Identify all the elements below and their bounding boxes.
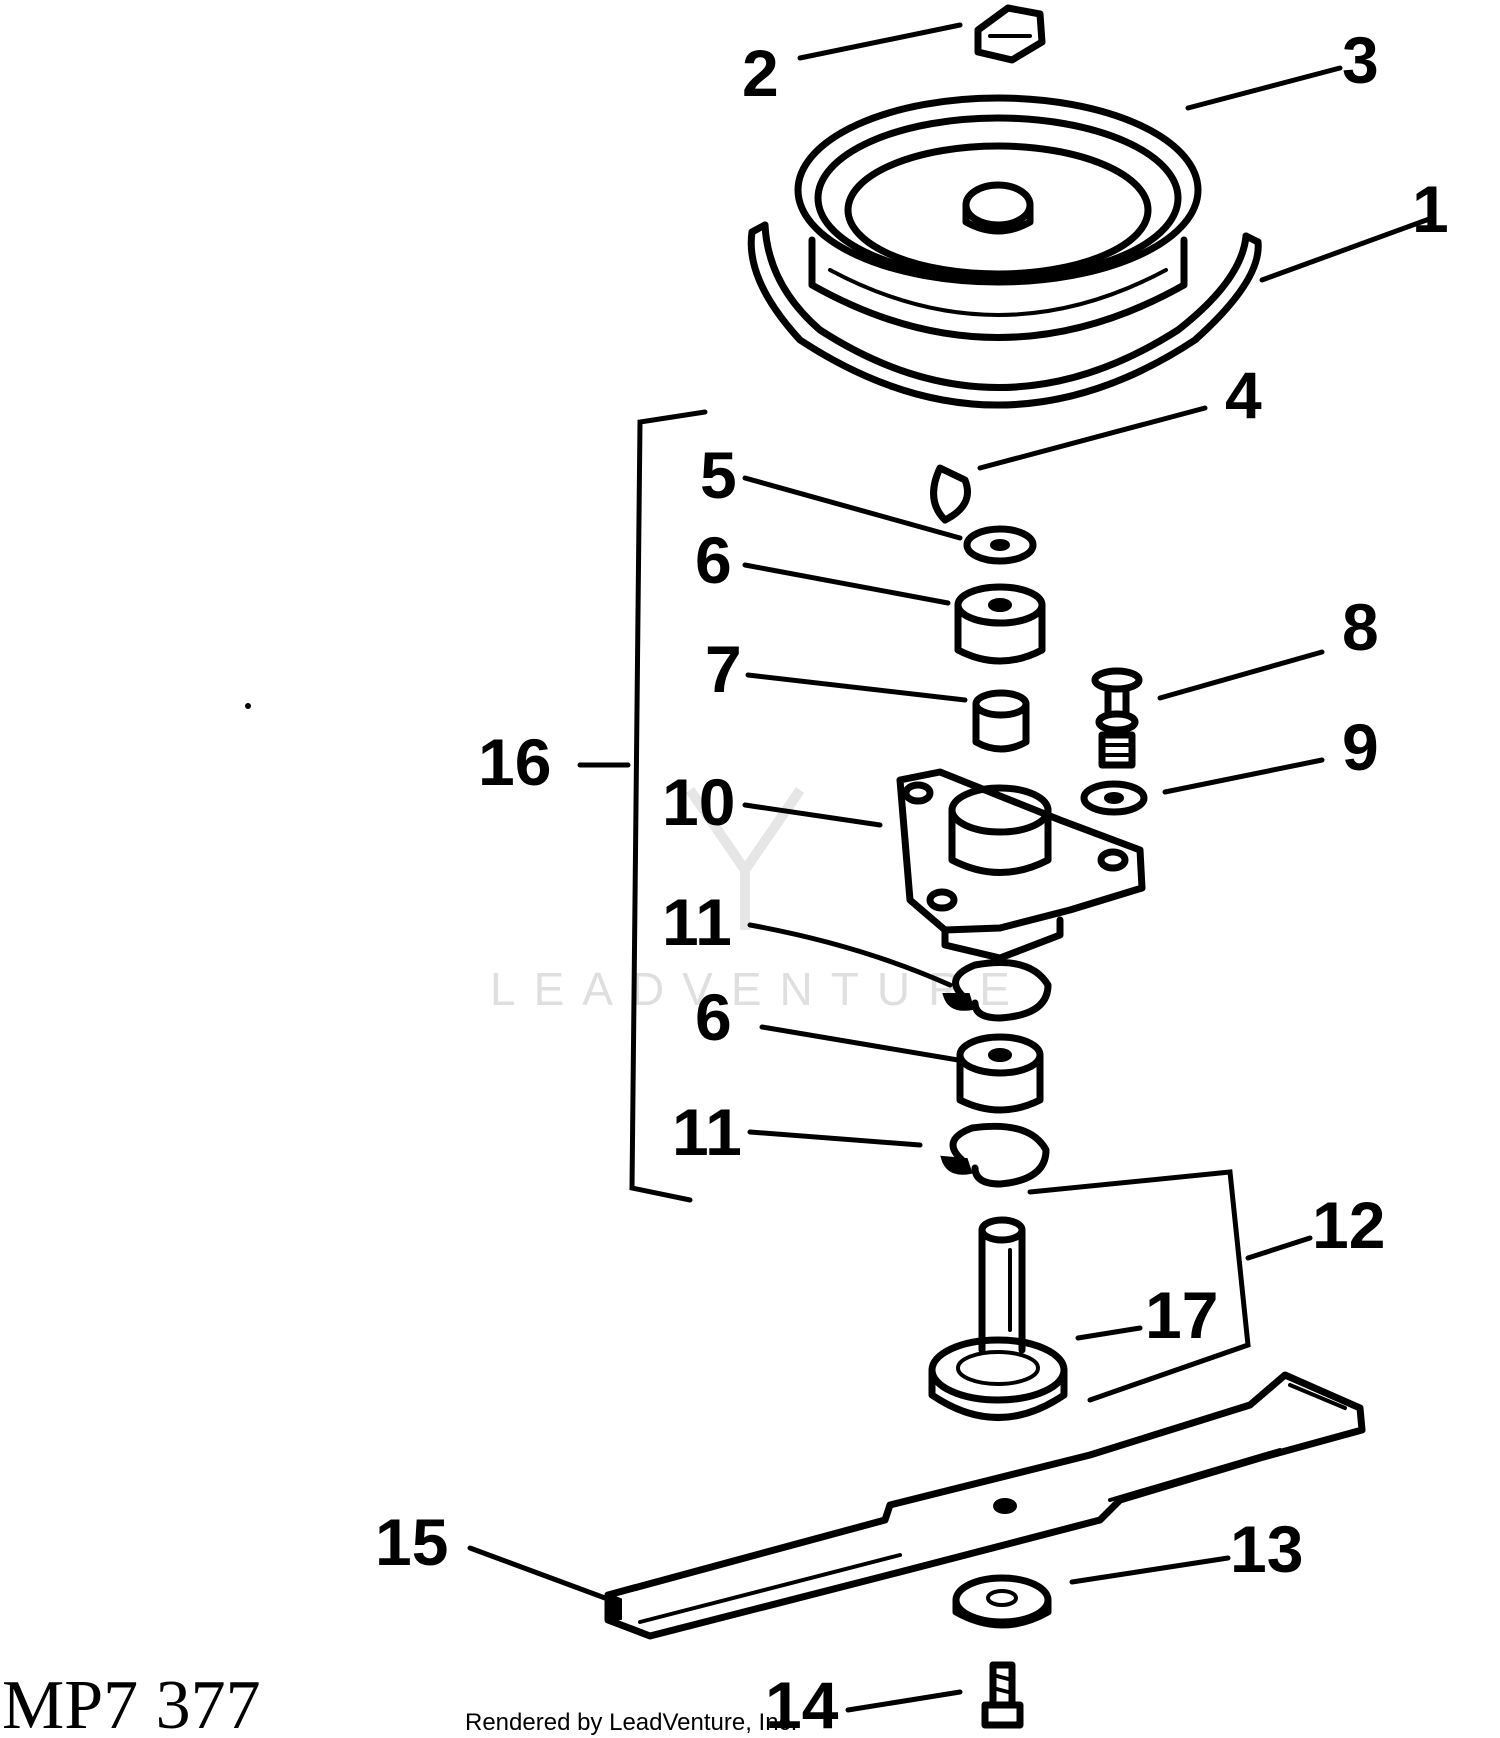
- callout-17: 17: [1145, 1278, 1218, 1352]
- callout-15: 15: [375, 1505, 448, 1579]
- bearing-lower-part: [956, 1033, 1044, 1114]
- spindle-assembly-bracket: [1027, 1169, 1251, 1403]
- key-part: [930, 464, 971, 524]
- callout-5: 5: [700, 438, 737, 512]
- callout-13: 13: [1230, 1512, 1303, 1586]
- nut-part: [974, 4, 1046, 64]
- grease-fitting-part: [1091, 667, 1143, 769]
- callout-9: 9: [1342, 710, 1379, 784]
- snap-ring-upper-part: [942, 959, 1052, 1022]
- blade-washer-part: [952, 1574, 1052, 1629]
- spacer-part: [972, 689, 1030, 753]
- pulley-part: [794, 94, 1202, 341]
- render-credit: Rendered by LeadVenture, Inc.: [465, 1709, 797, 1736]
- callout-7: 7: [705, 632, 742, 706]
- callout-14: 14: [765, 1668, 839, 1738]
- callout-6-upper: 6: [695, 523, 732, 597]
- stray-dot: [245, 703, 251, 709]
- blade-bolt-part: [981, 1661, 1024, 1729]
- callout-8: 8: [1342, 590, 1379, 664]
- callout-12: 12: [1312, 1188, 1385, 1262]
- callout-1: 1: [1412, 172, 1449, 246]
- bearing-upper-part: [954, 583, 1046, 665]
- spindle-housing-part: [896, 768, 1146, 962]
- housing-assembly-bracket: [629, 409, 708, 1203]
- figure-id: MP7 377: [2, 1667, 261, 1738]
- callout-16: 16: [478, 725, 551, 799]
- fitting-washer-part: [1080, 780, 1148, 816]
- callout-2: 2: [742, 36, 779, 110]
- callout-4: 4: [1225, 358, 1262, 432]
- watermark-text: LEADVENTURE: [490, 963, 1028, 1015]
- callout-3: 3: [1342, 23, 1379, 97]
- belt-guide-part: [747, 221, 1262, 409]
- callout-11-lower: 11: [672, 1095, 742, 1169]
- callout-labels: 1 2 3 4 5 6 7 8 9 10 11 6 11 12 13 14 15…: [375, 23, 1449, 1738]
- spindle-shaft-part: [928, 1216, 1068, 1421]
- callout-11-upper: 11: [662, 885, 732, 959]
- blade-part: [604, 1371, 1366, 1640]
- callout-6-lower: 6: [695, 980, 732, 1054]
- callout-10: 10: [662, 765, 735, 839]
- snap-ring-lower-part: [940, 1122, 1050, 1188]
- washer-part: [963, 525, 1037, 565]
- leader-lines: [467, 22, 1435, 1713]
